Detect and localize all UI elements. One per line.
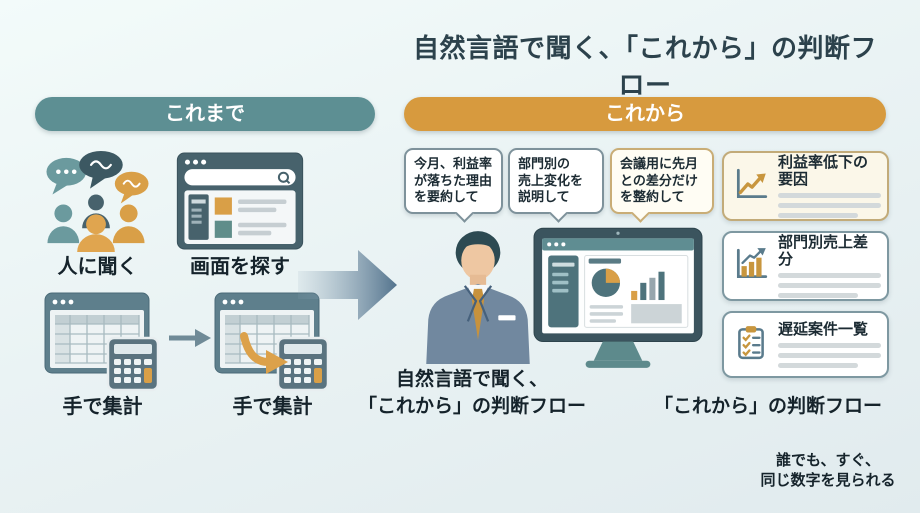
bubble-1-tail bbox=[455, 203, 474, 223]
bubble-3-line-1: 会議用に先月 bbox=[620, 156, 699, 171]
footnote: 誰でも、すぐ、 同じ数字を見られる bbox=[742, 451, 914, 491]
bubble-2-tail bbox=[549, 203, 568, 223]
label-manual-tally-2: 手で集計 bbox=[232, 396, 313, 418]
transition-arrow-icon bbox=[298, 247, 400, 328]
placeholder-line bbox=[778, 203, 881, 208]
spreadsheet-calculator-icon bbox=[44, 292, 164, 397]
placeholder-line bbox=[778, 363, 858, 368]
panel-delayed-title: 遅延案件一覧 bbox=[778, 321, 869, 338]
section-header-before: これまで bbox=[35, 97, 375, 131]
business-person-icon bbox=[412, 226, 544, 369]
panel-profit-factors: 利益率低下の要因 bbox=[722, 151, 889, 221]
bubble-3-tail bbox=[631, 203, 650, 223]
bubble-1-line-1: 今月、利益率 bbox=[414, 156, 493, 171]
query-bubble-2: 部門別の 売上変化を 説明して bbox=[508, 148, 604, 223]
right-arrow-small-icon bbox=[168, 327, 212, 354]
placeholder-line bbox=[778, 353, 881, 358]
monitor-caption: 「これから」の判断フロー bbox=[653, 396, 882, 417]
label-search-screens: 画面を探す bbox=[190, 256, 290, 278]
panel-sales-title: 部門別売上差分 bbox=[778, 234, 869, 268]
checklist-icon bbox=[732, 323, 770, 366]
label-manual-tally-1: 手で集計 bbox=[62, 396, 143, 418]
placeholder-line bbox=[778, 293, 858, 298]
line-chart-icon bbox=[732, 165, 770, 208]
page-title: 自然言語で聞く、「これから」の判断フロー bbox=[412, 33, 877, 100]
bar-chart-icon bbox=[732, 245, 770, 288]
bubble-3-line-2: との差分だけ bbox=[620, 172, 698, 188]
person-caption-line-2: 「これから」の判断フロー bbox=[357, 396, 586, 417]
panel-profit-title: 利益率低下の要因 bbox=[778, 154, 869, 188]
footnote-line-1: 誰でも、すぐ、 bbox=[775, 452, 881, 469]
panel-sales-diff: 部門別売上差分 bbox=[722, 231, 889, 301]
placeholder-line bbox=[778, 343, 881, 348]
bubble-1-line-3: を要約して bbox=[414, 189, 479, 204]
people-chat-icon bbox=[40, 148, 152, 257]
dashboard-monitor-icon bbox=[532, 224, 704, 375]
browser-search-icon bbox=[176, 152, 304, 255]
bubble-3-line-3: を整約して bbox=[620, 189, 685, 204]
placeholder-line bbox=[778, 283, 881, 288]
bubble-2-line-1: 部門別の bbox=[518, 156, 571, 171]
spreadsheet-calculator-transfer-icon bbox=[214, 292, 334, 397]
footnote-line-2: 同じ数字を見られる bbox=[760, 472, 896, 489]
placeholder-line bbox=[778, 193, 881, 198]
section-header-after: これから bbox=[404, 97, 886, 131]
label-ask-people: 人に聞く bbox=[57, 256, 138, 278]
person-caption: 自然言語で聞く、 「これから」の判断フロー bbox=[352, 366, 592, 420]
placeholder-line bbox=[778, 213, 858, 218]
query-bubble-1: 今月、利益率 が落ちた理由 を要約して bbox=[404, 148, 503, 223]
person-caption-line-1: 自然言語で聞く、 bbox=[395, 369, 548, 390]
bubble-2-line-2: 売上変化を bbox=[518, 172, 584, 188]
panel-delayed-list: 遅延案件一覧 bbox=[722, 311, 889, 378]
bubble-2-line-3: 説明して bbox=[518, 189, 570, 204]
bubble-1-line-2: が落ちた理由 bbox=[414, 172, 493, 188]
placeholder-line bbox=[778, 273, 881, 278]
query-bubble-3: 会議用に先月 との差分だけ を整約して bbox=[610, 148, 714, 223]
